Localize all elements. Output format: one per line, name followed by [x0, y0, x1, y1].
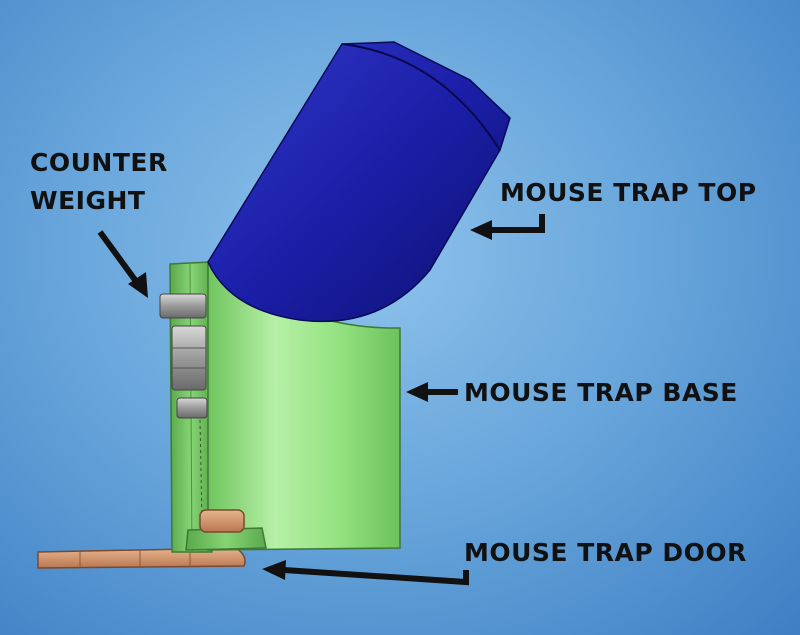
counter-weight-bolts — [159, 293, 208, 419]
trap-door — [37, 547, 246, 569]
label-mouse-trap-door: MOUSE TRAP DOOR — [464, 538, 747, 567]
label-counter-weight-line1: COUNTER — [30, 148, 168, 177]
trap-top-arrow — [470, 214, 545, 240]
trap-base-arrow — [406, 382, 458, 402]
counter-weight-arrow — [97, 230, 148, 298]
door-hinge — [185, 509, 267, 551]
label-counter-weight-line2: WEIGHT — [30, 186, 146, 215]
label-mouse-trap-top: MOUSE TRAP TOP — [500, 178, 757, 207]
trap-door-arrow — [262, 560, 469, 586]
trap-top — [207, 41, 511, 323]
label-mouse-trap-base: MOUSE TRAP BASE — [464, 378, 738, 407]
